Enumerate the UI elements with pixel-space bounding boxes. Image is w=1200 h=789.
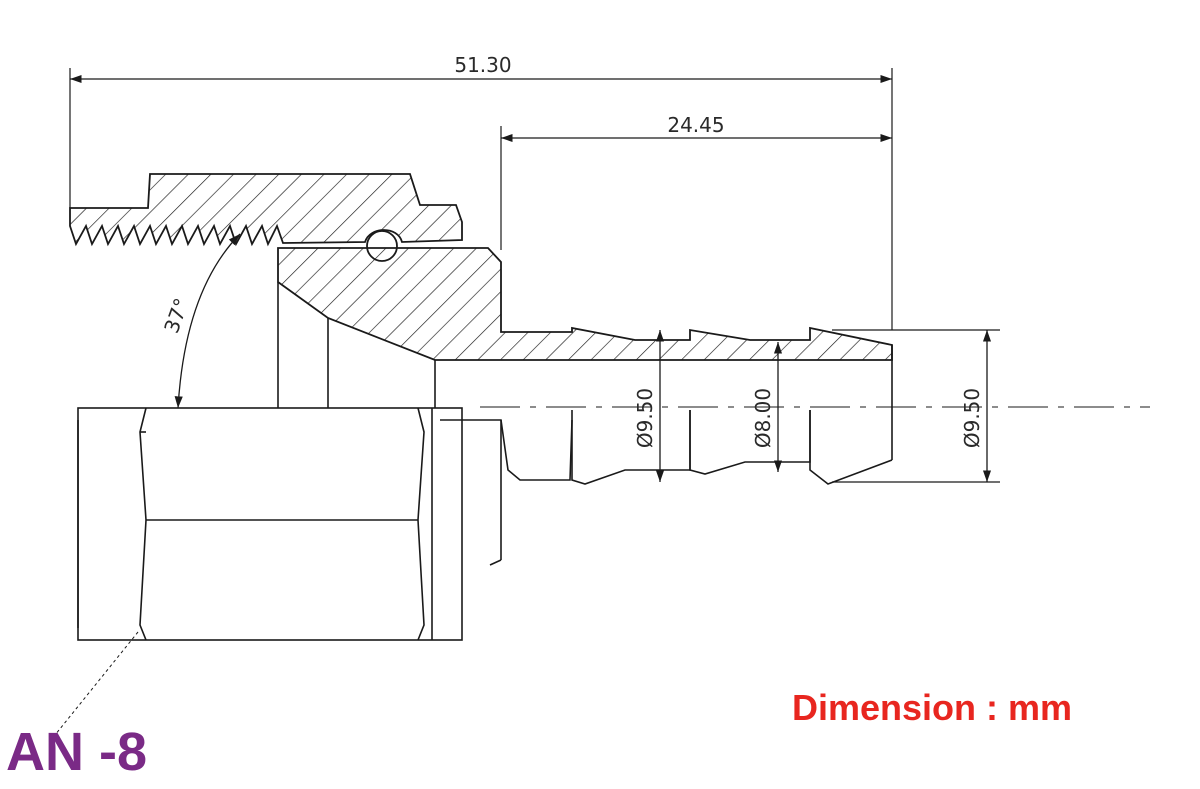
dimension-lines: [70, 74, 992, 482]
extension-lines: [69, 68, 1000, 483]
body-section: [277, 247, 893, 361]
unit-note: Dimension : mm: [792, 687, 1073, 728]
part-label-leader: [54, 631, 139, 736]
body-outline: [277, 282, 893, 566]
angle-arc: [174, 233, 241, 409]
overall-length-value: 51.30: [454, 53, 511, 77]
angle-value: 37°: [159, 295, 194, 337]
od-right-value: Ø9.50: [960, 388, 984, 448]
od-left-value: Ø9.50: [633, 388, 657, 448]
part-label: AN -8: [6, 722, 148, 782]
hex-nut-view: [77, 407, 463, 641]
nut-section: [69, 173, 463, 247]
id-value: Ø8.00: [751, 388, 775, 448]
barb-length-value: 24.45: [667, 113, 724, 137]
